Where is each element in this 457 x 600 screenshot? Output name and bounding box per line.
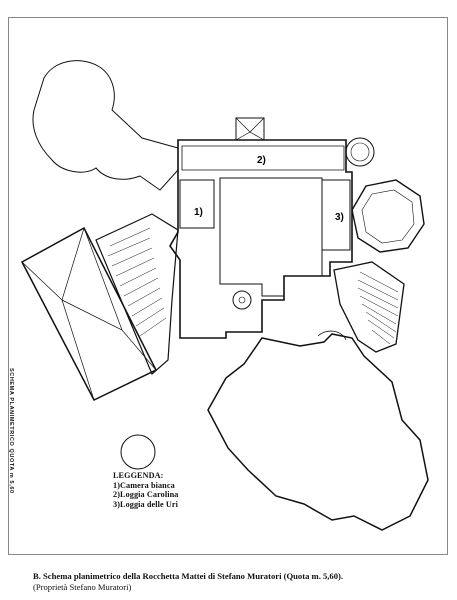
tower-top-left	[32, 60, 179, 191]
top-roof	[235, 117, 265, 141]
camera-bianca	[179, 179, 215, 229]
pyramid-roof	[20, 226, 158, 401]
caption-main: B. Schema planimetrico della Rocchetta M…	[33, 571, 344, 581]
courtyard	[219, 177, 323, 297]
legend: LEGGENDA: 1)Camera bianca 2)Loggia Carol…	[113, 471, 178, 509]
room-number-3: 3)	[335, 212, 344, 223]
legend-item: 2)Loggia Carolina	[113, 490, 179, 500]
caption: B. Schema planimetrico della Rocchetta M…	[33, 571, 443, 592]
tower-top-right	[345, 137, 375, 167]
legend-title: LEGGENDA:	[113, 471, 164, 480]
side-label: SCHEMA PLANIMETRICO QUOTA m 5,60	[8, 368, 14, 494]
legend-item: 3)Loggia delle Uri	[113, 499, 179, 509]
loggia-delle-uri	[321, 179, 351, 251]
octagon-room	[351, 179, 425, 253]
stair-wing	[95, 213, 179, 376]
fortress-bottom	[207, 333, 429, 531]
hatched-wing	[333, 261, 405, 353]
well	[120, 434, 156, 470]
main-building	[169, 139, 353, 339]
legend-item: 1)Camera bianca	[113, 480, 175, 490]
caption-credit: (Proprietà Stefano Muratori)	[33, 581, 132, 592]
loggia-carolina	[181, 145, 345, 171]
drawing-frame	[8, 17, 448, 555]
spiral-stair	[232, 290, 252, 310]
room-number-2: 2)	[257, 155, 266, 166]
room-number-1: 1)	[194, 207, 203, 218]
